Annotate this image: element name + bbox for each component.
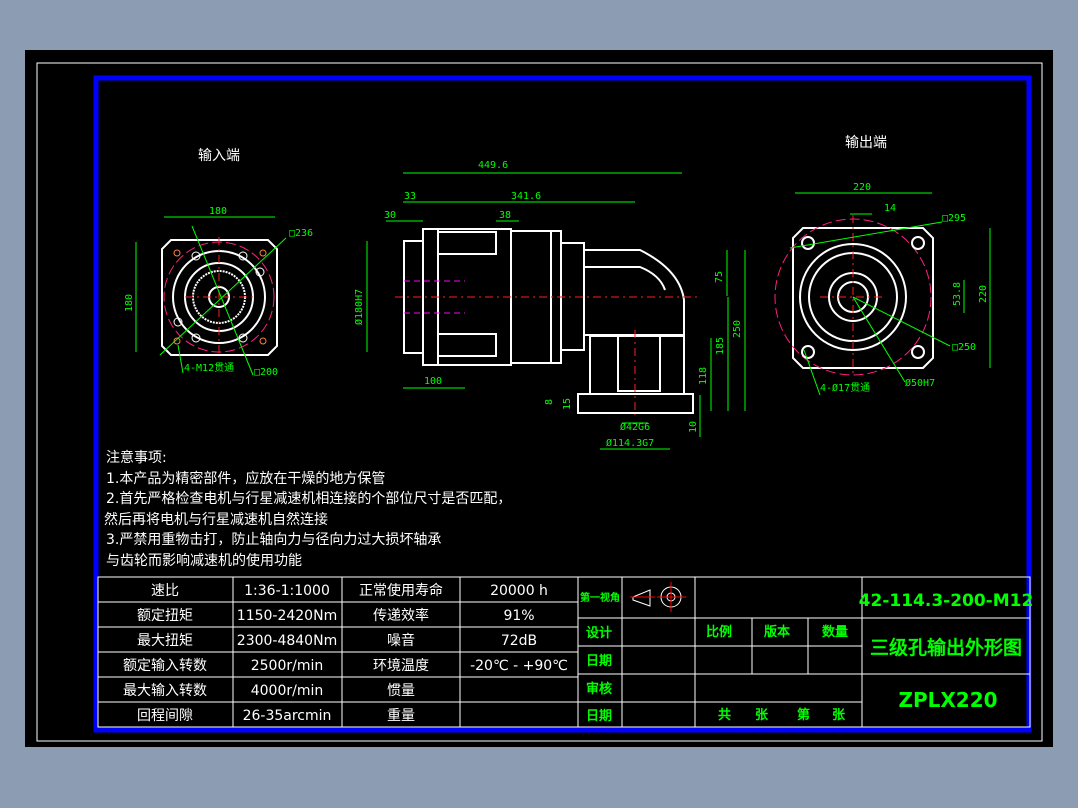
spec-label: 噪音 xyxy=(387,632,415,649)
side-view: 449.6 341.6 33 30 38 Ø180H7 100 75 250 1… xyxy=(353,160,746,450)
drawing-border xyxy=(93,75,1032,733)
side-75-dim: 75 xyxy=(714,271,725,283)
output-flange-dim: □250 xyxy=(952,342,976,353)
quantity-label: 数量 xyxy=(822,624,848,640)
drawing-number: 42-114.3-200-M12 xyxy=(859,591,1034,611)
input-holes-dim: 4-M12贯通 xyxy=(184,362,234,374)
spec-value: 91% xyxy=(503,608,534,624)
review-label: 审核 xyxy=(586,681,612,697)
outer-frame xyxy=(36,62,1043,742)
drawing-sheet xyxy=(25,50,1053,747)
output-height-dim: 220 xyxy=(978,285,989,303)
output-key-dim: 14 xyxy=(884,203,896,214)
spec-value: 20000 h xyxy=(490,583,548,599)
drawing-title: 三级孔输出外形图 xyxy=(870,636,1022,659)
input-flange-view: 180 180 □236 □200 4-M12贯通 xyxy=(124,206,313,378)
note-line: 3.严禁用重物击打，防止轴向力与径向力过大损坏轴承 xyxy=(106,531,441,548)
output-width-dim: 220 xyxy=(853,182,871,193)
spec-label: 重量 xyxy=(387,708,415,724)
input-bolt-dim: □236 xyxy=(289,228,313,239)
side-length-dim: 341.6 xyxy=(511,191,541,202)
output-holes-dim: 4-Ø17贯通 xyxy=(820,382,870,394)
side-spigot-dim: Ø114.3G7 xyxy=(606,437,654,449)
model-number: ZPLX220 xyxy=(898,688,997,712)
side-bore-dim: Ø42G6 xyxy=(620,421,650,433)
sheet-label-2: 张 xyxy=(832,708,846,723)
input-view-label: 输入端 xyxy=(198,148,240,164)
total-label: 共 xyxy=(718,707,731,723)
spec-label: 环境温度 xyxy=(373,658,429,674)
first-angle-projection-symbol xyxy=(630,582,686,612)
input-width-dim: 180 xyxy=(209,206,227,217)
note-line: 与齿轮而影响减速机的使用功能 xyxy=(106,552,302,569)
title-block: 第一视角 设计 日期 审核 日期 比例 版本 数量 共 张 第 张 42-114… xyxy=(577,576,1034,728)
projection-label: 第一视角 xyxy=(580,591,620,604)
scale-label: 比例 xyxy=(706,624,732,640)
side-8-dim: 8 xyxy=(544,399,555,405)
date-label: 日期 xyxy=(586,654,612,669)
spec-value: 2300-4840Nm xyxy=(237,633,337,649)
spec-value: 4000r/min xyxy=(251,683,324,699)
side-33-dim: 33 xyxy=(404,191,416,202)
side-100-dim: 100 xyxy=(424,376,442,387)
side-250-dim: 250 xyxy=(732,320,743,338)
spec-label: 额定输入转数 xyxy=(123,658,207,674)
spec-label: 传递效率 xyxy=(373,607,429,624)
spec-label: 最大扭矩 xyxy=(137,633,193,649)
version-label: 版本 xyxy=(764,624,790,640)
spec-label: 回程间隙 xyxy=(137,708,193,724)
sheet-label: 张 xyxy=(755,708,769,723)
side-185-dim: 185 xyxy=(715,337,726,355)
note-line: 1.本产品为精密部件，应放在干燥的地方保管 xyxy=(106,470,385,487)
side-pilot-dia-dim: Ø180H7 xyxy=(353,289,365,325)
output-flange-view: 220 14 □295 53.8 220 □250 Ø50H7 4-Ø17贯通 xyxy=(774,182,991,396)
spec-value: 72dB xyxy=(501,633,537,649)
notes: 注意事项: 1.本产品为精密部件，应放在干燥的地方保管 2.首先严格检查电机与行… xyxy=(104,449,511,569)
side-overall-dim: 449.6 xyxy=(478,160,508,171)
side-38-dim: 38 xyxy=(499,210,511,221)
spec-value: -20℃ - +90℃ xyxy=(470,658,568,674)
spec-label: 惯量 xyxy=(387,682,415,699)
note-line: 2.首先严格检查电机与行星减速机相连接的个部位尺寸是否匹配， xyxy=(106,490,511,507)
page-label: 第 xyxy=(797,707,810,723)
spec-table: 速比 1:36-1:1000 正常使用寿命 20000 h 额定扭矩 1150-2420N… xyxy=(97,576,579,728)
note-line: 然后再将电机与行星减速机自然连接 xyxy=(104,511,328,528)
output-view-label: 输出端 xyxy=(845,135,887,151)
output-keyway-dim: 53.8 xyxy=(952,282,963,306)
spec-label: 速比 xyxy=(151,583,179,599)
side-10-dim: 10 xyxy=(688,421,699,433)
spec-value: 2500r/min xyxy=(251,658,324,674)
side-15-dim: 15 xyxy=(562,398,573,410)
output-corner-dim: □295 xyxy=(942,213,966,224)
spec-label: 最大输入转数 xyxy=(123,683,207,699)
spec-label: 额定扭矩 xyxy=(137,608,193,624)
spec-label: 正常使用寿命 xyxy=(359,582,443,599)
output-bore-dim: Ø50H7 xyxy=(905,377,935,389)
date-label-2: 日期 xyxy=(586,709,612,724)
side-30-dim: 30 xyxy=(384,210,396,221)
spec-value: 26-35arcmin xyxy=(243,708,332,724)
notes-title: 注意事项: xyxy=(106,449,167,466)
spec-value: 1:36-1:1000 xyxy=(244,583,330,599)
design-label: 设计 xyxy=(586,625,612,641)
spec-value: 1150-2420Nm xyxy=(237,608,337,624)
input-pilot-dim: □200 xyxy=(254,367,278,378)
input-height-dim: 180 xyxy=(124,294,135,312)
side-118-dim: 118 xyxy=(698,367,709,385)
